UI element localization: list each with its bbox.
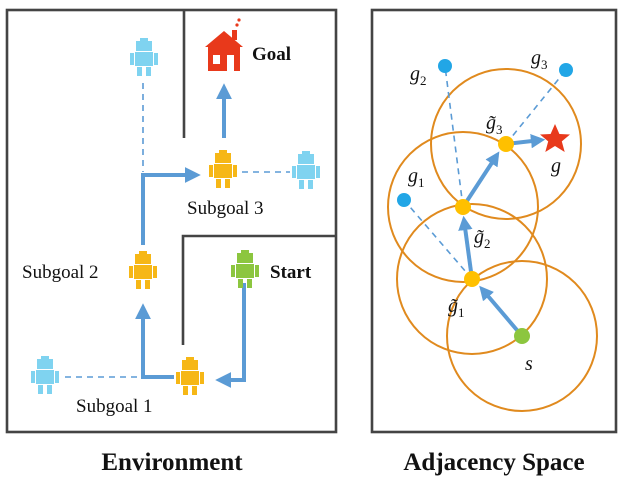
adjacency-caption: Adjacency Space (403, 449, 584, 476)
dash-g3 (505, 69, 567, 145)
adjacency-panel: g s g2 g3 g1 g̃3 g̃2 g̃1 Adjacency Space (370, 8, 618, 476)
adjacency-border (370, 8, 618, 434)
point-g1 (397, 193, 411, 207)
environment-border (5, 8, 338, 434)
subgoal1-ideal-robot-icon (31, 356, 59, 394)
dash-g2 (444, 65, 464, 208)
subgoal3-label: Subgoal 3 (187, 198, 264, 219)
arrow-s-to-gt1 (479, 285, 524, 338)
start-label: Start (270, 262, 312, 283)
circle-s (446, 260, 598, 412)
start-robot-icon (231, 250, 259, 288)
label-s: s (525, 353, 533, 375)
circle-gt3 (430, 68, 582, 220)
path-start-to-subgoal1 (215, 283, 246, 388)
label-gt2: g̃2 (474, 226, 491, 251)
point-gt3 (498, 136, 514, 152)
goal-star-icon (540, 124, 570, 152)
subgoal2-robot-icon (129, 251, 157, 289)
point-g3 (559, 63, 573, 77)
subgoal2-label: Subgoal 2 (22, 262, 99, 283)
point-gt2 (455, 199, 471, 215)
label-gt1: g̃1 (448, 295, 465, 320)
subgoal2-ideal-robot-icon (130, 38, 158, 76)
arrow-gt1-to-gt2 (458, 215, 474, 280)
circle-gt2 (387, 131, 539, 283)
wall-bottom (181, 234, 336, 345)
path-subgoal2-to-subgoal3 (141, 167, 201, 245)
environment-panel: Goal Start Subgoal 1 Subgoal 2 Subgoal 3… (5, 8, 338, 476)
goal-label: Goal (252, 44, 291, 65)
goal-house-icon (205, 18, 243, 71)
label-g1: g1 (408, 165, 425, 190)
point-gt1 (464, 271, 480, 287)
path-subgoal1-to-subgoal2 (135, 303, 174, 379)
arrow-gt2-to-gt3 (461, 151, 500, 209)
subgoal1-label: Subgoal 1 (76, 396, 153, 417)
label-g2: g2 (410, 63, 427, 88)
subgoal3-robot-icon (209, 150, 237, 188)
point-s (514, 328, 530, 344)
point-g2 (438, 59, 452, 73)
label-gt3: g̃3 (486, 112, 503, 137)
environment-caption: Environment (101, 449, 243, 476)
circle-gt1 (396, 203, 548, 355)
subgoal3-ideal-robot-icon (292, 151, 320, 189)
subgoal1-robot-icon (176, 357, 204, 395)
label-g: g (551, 155, 561, 177)
label-g3: g3 (531, 47, 548, 72)
